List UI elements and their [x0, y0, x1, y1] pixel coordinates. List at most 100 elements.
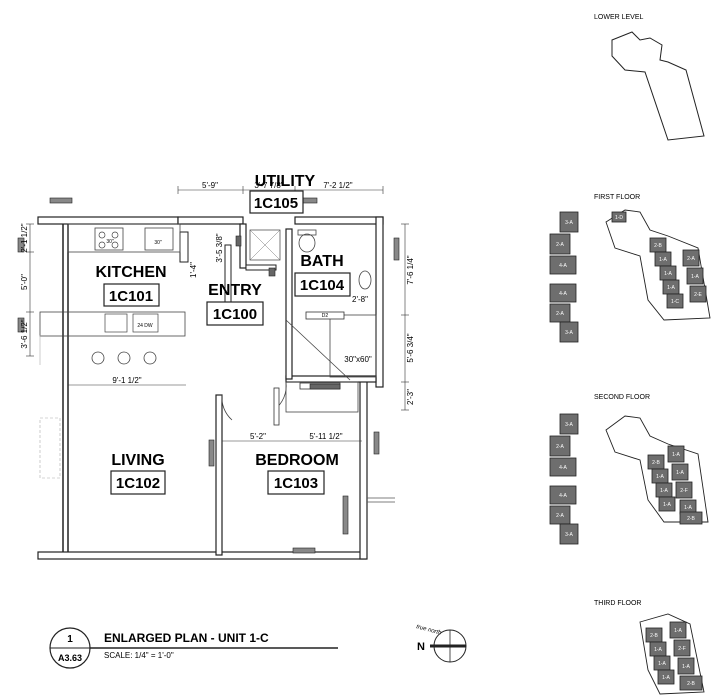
door-swing [285, 319, 351, 381]
dim-text: 5'-11 1/2" [309, 432, 342, 441]
wall [179, 231, 189, 263]
key-plan-label-lower: LOWER LEVEL [594, 14, 644, 21]
wall [177, 216, 244, 225]
room-number-living: 1C102 [116, 475, 160, 492]
sink [358, 270, 372, 290]
north-label: N [417, 641, 425, 653]
true-north-label: true north [415, 624, 442, 637]
kitchen-counter [67, 223, 181, 253]
key-plan-lower-level [611, 31, 705, 141]
fridge-label: 30" [154, 240, 162, 246]
floor-plan [17, 186, 409, 560]
shower [329, 314, 377, 378]
room-number-utility: 1C105 [254, 195, 298, 212]
dim-text: 3'-6 1/2" [20, 319, 29, 348]
key-plan-unit-label: 1-D [615, 215, 623, 221]
key-plan-unit-label: 2-B [654, 243, 662, 249]
dim-text: 9'-1 1/2" [112, 376, 141, 385]
key-plan-unit-label: 1-A [672, 452, 680, 458]
key-plan-unit-label: 1-A [656, 474, 664, 480]
dim-text: 3'-7 7/8" [254, 181, 283, 190]
window [309, 383, 341, 390]
key-plan-unit-label: 1-A [664, 271, 672, 277]
stool [117, 351, 131, 365]
dim-text: 3'-5 3/8" [215, 233, 224, 262]
key-plan-unit [657, 669, 675, 685]
window [342, 495, 349, 535]
key-plan-unit-label: 1-A [660, 488, 668, 494]
dimension-lines [26, 186, 409, 442]
dim-text: 5'-6 3/4" [406, 333, 415, 362]
dim-text: 7'-6 1/4" [406, 255, 415, 284]
key-plan-unit-label: 3-A [565, 220, 573, 226]
key-plan-unit-label: 1-A [654, 647, 662, 653]
room-name-entry: ENTRY [208, 282, 262, 299]
dishwasher-label: 24 DW [137, 323, 153, 329]
stool [91, 351, 105, 365]
key-plan-second-floor: 3-A2-A4-A4-A2-A3-A2-B1-A1-A1-A1-A1-A2-F1… [549, 413, 709, 545]
key-plan-unit [686, 267, 704, 285]
detail-number: 1 [67, 634, 73, 645]
key-plan-unit-label: 2-B [650, 633, 658, 639]
room-number-kitchen: 1C101 [109, 288, 153, 305]
north-arrow: N true north [415, 624, 467, 663]
exterior-outline [39, 417, 61, 479]
key-plan-unit-label: 1-A [682, 664, 690, 670]
refrigerator [144, 227, 174, 251]
key-plan-unit-label: 4-A [559, 493, 567, 499]
wall [359, 379, 368, 560]
key-plan-unit [549, 255, 577, 275]
title-block: 1 A3.63 ENLARGED PLAN - UNIT 1-C SCALE: … [49, 627, 338, 669]
key-plan-unit [559, 413, 579, 435]
window [208, 439, 215, 467]
key-plan-unit [669, 621, 687, 639]
dim-text: 5'-9" [202, 181, 218, 190]
window [393, 237, 400, 261]
wall [294, 216, 384, 225]
key-plan-unit-label: 4-A [559, 465, 567, 471]
key-plan-label-third: THIRD FLOOR [594, 600, 641, 607]
key-plan-unit [667, 445, 685, 463]
window [49, 197, 73, 204]
key-plan-unit-label: 2-E [694, 292, 702, 298]
key-plan-unit [549, 283, 577, 303]
room-name-bath: BATH [300, 253, 343, 270]
dim-text: 2'-1 1/2" [20, 223, 29, 252]
key-plan-unit-label: 2-F [678, 646, 686, 652]
drawing-scale: SCALE: 1/4" = 1'-0" [104, 651, 174, 660]
room-name-bedroom: BEDROOM [255, 452, 339, 469]
sheet-number: A3.63 [58, 653, 82, 663]
wall [285, 228, 293, 380]
door-swing [221, 394, 233, 421]
drawing-title: ENLARGED PLAN - UNIT 1-C [104, 631, 269, 645]
dim-text: 2'-3" [406, 389, 415, 405]
key-plan-unit-label: 1-A [676, 470, 684, 476]
key-plan-unit-label: 4-A [559, 263, 567, 269]
wall [37, 551, 367, 560]
key-plan-unit [611, 211, 627, 223]
key-plan-unit-label: 1-A [659, 257, 667, 263]
key-plan-unit [679, 511, 703, 525]
room-name-living: LIVING [111, 452, 164, 469]
window [292, 547, 316, 554]
key-plan-unit-label: 3-A [565, 422, 573, 428]
key-plan-unit [673, 639, 691, 657]
range [94, 227, 124, 251]
dryer [305, 311, 345, 320]
key-plan-unit [658, 496, 676, 512]
key-plan-unit-label: 2-B [687, 516, 695, 522]
key-plan-unit-label: 2-F [680, 488, 688, 494]
key-plan-unit-label: 1-A [684, 505, 692, 511]
key-plan-unit-label: 1-A [667, 285, 675, 291]
dim-text: 7'-2 1/2" [323, 181, 352, 190]
key-plan-unit-label: 2-A [556, 242, 564, 248]
key-plan-unit [549, 233, 571, 255]
key-plan-unit-label: 3-A [565, 532, 573, 538]
key-plan-unit-label: 1-A [691, 274, 699, 280]
toilet-tank [297, 229, 317, 236]
dim-text: 5'-2" [250, 432, 266, 441]
room-number-bedroom: 1C103 [274, 475, 318, 492]
key-plan-unit [677, 657, 695, 675]
key-plan-unit-label: 1-A [663, 502, 671, 508]
